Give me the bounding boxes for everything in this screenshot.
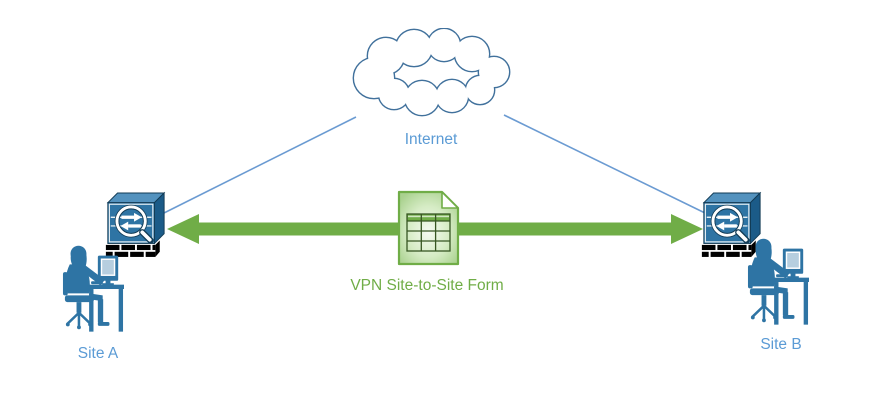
internet-cloud-icon	[352, 28, 511, 117]
user-workstation-icon-site-a	[62, 243, 124, 336]
internet-label: Internet	[404, 131, 458, 148]
user-workstation-icon-site-b	[747, 236, 809, 329]
vpn-form-document-icon	[397, 190, 460, 266]
connector-cloud-to-site-a	[163, 116, 357, 214]
site-b-label: Site B	[760, 336, 802, 353]
site-a-label: Site A	[77, 345, 119, 362]
vpn-form-label: VPN Site-to-Site Form	[350, 277, 504, 294]
connector-cloud-to-site-b	[503, 114, 706, 214]
